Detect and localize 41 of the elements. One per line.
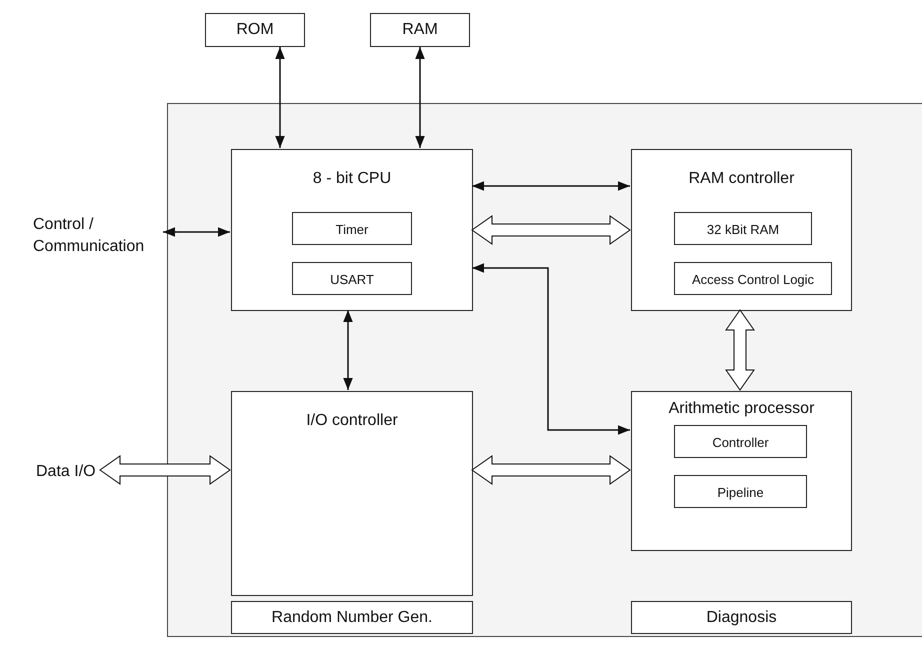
block-label: Diagnosis bbox=[705, 609, 778, 627]
sub-block-box bbox=[292, 212, 412, 245]
block-label: 32 kBit RAM bbox=[706, 222, 780, 237]
arrow bbox=[472, 181, 630, 191]
block-label: Controller bbox=[711, 435, 770, 450]
sub-block-box bbox=[674, 212, 812, 245]
block-label: RAM controller bbox=[688, 170, 796, 188]
block-box bbox=[231, 391, 473, 596]
block-box bbox=[205, 13, 305, 47]
sub-block-box bbox=[292, 262, 412, 295]
sub-block-box bbox=[674, 475, 807, 508]
bus-arrow bbox=[725, 309, 755, 391]
block-box bbox=[631, 149, 852, 311]
arrow bbox=[163, 227, 230, 237]
signal-name: Control / Communication bbox=[33, 215, 146, 257]
bus-arrow bbox=[471, 455, 631, 485]
chip-area bbox=[167, 103, 922, 637]
arrow bbox=[275, 47, 285, 148]
block-label: ROM bbox=[235, 21, 275, 39]
bus-arrow bbox=[471, 215, 631, 245]
sub-block-box bbox=[674, 262, 832, 295]
sub-block-box bbox=[674, 425, 807, 458]
arrow bbox=[472, 263, 630, 435]
bus-arrow bbox=[99, 455, 231, 485]
block-box bbox=[231, 149, 473, 311]
signal-name: Data I/O bbox=[36, 462, 96, 482]
arrow bbox=[343, 310, 353, 390]
block-box bbox=[370, 13, 470, 47]
block-label: Random Number Gen. bbox=[270, 609, 434, 627]
block-label: Pipeline bbox=[716, 485, 765, 500]
block-box bbox=[631, 601, 852, 634]
block-label: Access Control Logic bbox=[690, 272, 816, 287]
block-label: Timer bbox=[334, 222, 370, 237]
block-label: USART bbox=[329, 272, 375, 287]
block-label: RAM bbox=[401, 21, 439, 39]
block-box bbox=[631, 391, 852, 551]
block-label: 8 - bit CPU bbox=[312, 170, 392, 188]
block-label: Arithmetic processor bbox=[668, 400, 816, 418]
arrow bbox=[415, 47, 425, 148]
block-box bbox=[231, 601, 473, 634]
block-label: I/O controller bbox=[305, 412, 399, 430]
